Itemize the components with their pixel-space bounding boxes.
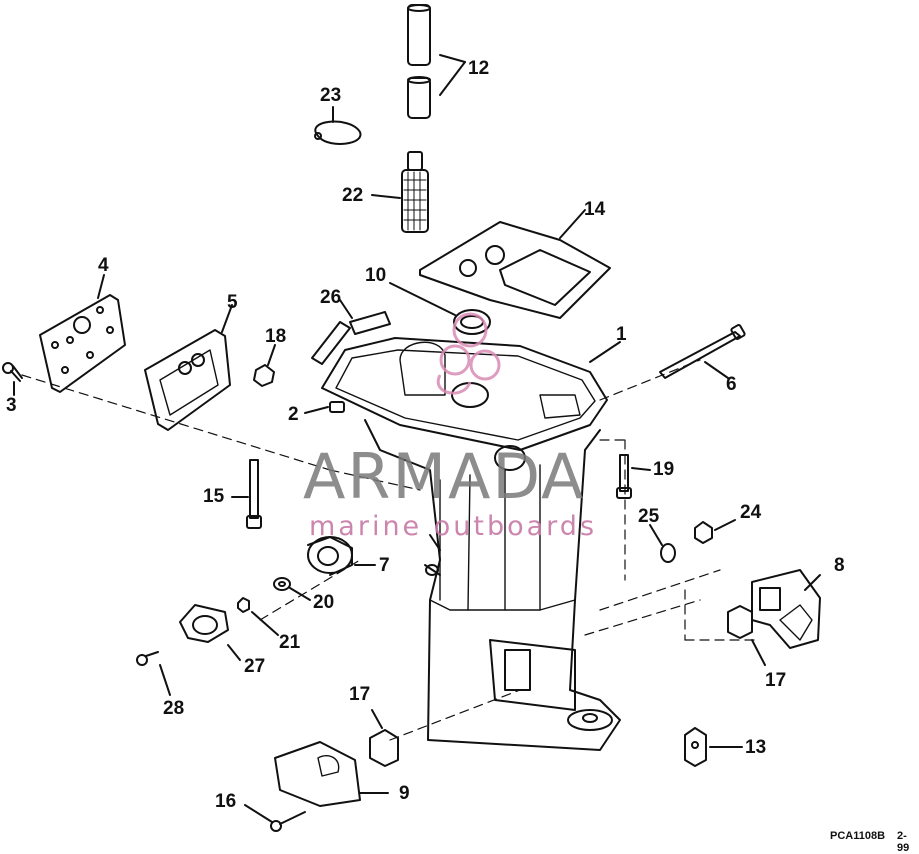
figure-date: 2-99	[897, 830, 910, 854]
callout-15: 15	[203, 486, 225, 507]
part-25-oring	[649, 524, 676, 563]
callout-18: 18	[265, 326, 287, 347]
part-10-oring	[389, 282, 491, 335]
callout-23: 23	[320, 85, 342, 106]
part-21-nut	[237, 597, 279, 636]
callout-16: 16	[215, 791, 237, 812]
callout-19: 19	[653, 459, 675, 480]
part-14-gasket	[419, 209, 611, 319]
part-7-mount	[307, 536, 376, 576]
callout-6: 6	[726, 374, 737, 395]
callout-20: 20	[313, 592, 335, 613]
part-4-plate	[39, 274, 126, 393]
part-26-hose	[311, 299, 391, 365]
callout-14: 14	[584, 199, 606, 220]
part-23-clip	[314, 106, 362, 145]
callout-17-lower: 17	[349, 684, 371, 705]
callout-21: 21	[279, 632, 301, 653]
part-9-clamp	[274, 741, 389, 807]
callout-13: 13	[745, 737, 767, 758]
part-13-block	[684, 727, 743, 767]
part-12-tubes	[407, 4, 466, 119]
part-19-bolt	[616, 454, 651, 499]
callout-9: 9	[399, 783, 410, 804]
part-2-fitting	[304, 401, 345, 414]
part-3-screw	[2, 362, 23, 396]
callout-17-right: 17	[765, 670, 787, 691]
part-28-screw	[136, 651, 171, 696]
callout-5: 5	[227, 292, 238, 313]
part-1-housing	[321, 337, 621, 751]
part-24-nut	[694, 519, 736, 544]
callout-7: 7	[379, 555, 390, 576]
callout-25: 25	[638, 506, 660, 527]
callout-12: 12	[468, 58, 490, 79]
callout-2: 2	[288, 404, 299, 425]
callout-22: 22	[342, 185, 364, 206]
part-18-nut	[253, 344, 276, 387]
callout-4: 4	[98, 255, 109, 276]
callout-27: 27	[244, 656, 266, 677]
watermark-logo-icon	[436, 312, 501, 395]
part-15-bolt	[231, 459, 262, 529]
part-17-block-lower	[369, 709, 399, 767]
callout-1: 1	[616, 324, 627, 345]
part-27-gasket	[179, 604, 241, 661]
watermark-subtitle: marine outboards	[309, 511, 598, 542]
callout-8: 8	[834, 555, 845, 576]
watermark-title: ARMADA	[303, 440, 586, 513]
part-5-gasket	[144, 304, 233, 431]
part-20-washer	[273, 577, 311, 601]
callout-24: 24	[740, 502, 762, 523]
part-17-block-right	[727, 605, 766, 666]
callout-28: 28	[163, 698, 185, 719]
callout-10: 10	[365, 265, 387, 286]
alignment-lines	[21, 359, 761, 741]
figure-code: PCA1108B	[830, 830, 886, 842]
part-16-screw	[244, 804, 306, 832]
part-8-bracket	[751, 569, 821, 649]
part-6-bolt	[659, 324, 746, 379]
callout-3: 3	[6, 395, 17, 416]
callout-26: 26	[320, 287, 342, 308]
part-22-strainer	[371, 151, 429, 233]
